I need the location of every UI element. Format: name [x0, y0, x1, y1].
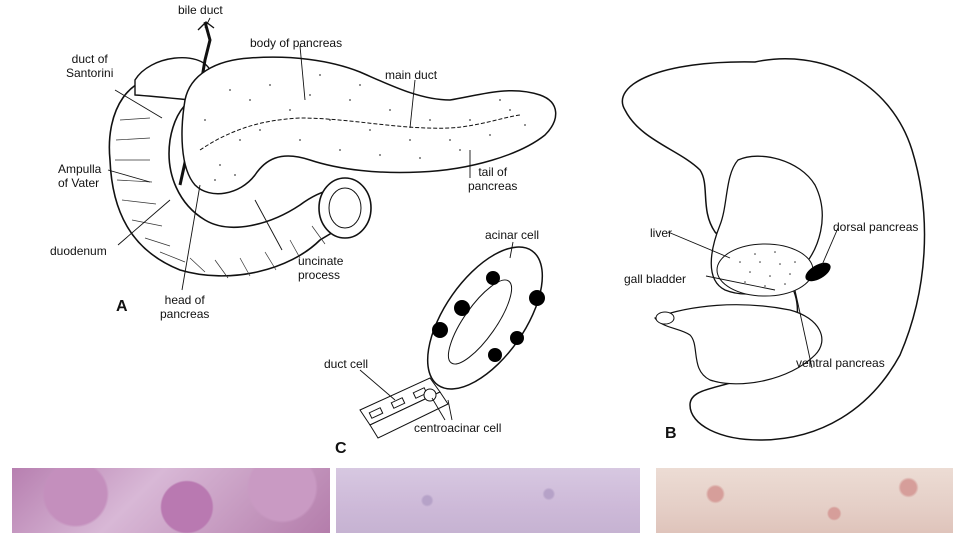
label-head-of-pancreas: head of pancreas — [160, 293, 209, 321]
label-ventral-pancreas: ventral pancreas — [796, 356, 885, 370]
label-tail-of-pancreas: tail of pancreas — [468, 165, 517, 193]
histology-image-lavender — [336, 468, 640, 533]
label-ampulla: Ampulla of Vater — [58, 162, 101, 190]
label-body-of-pancreas: body of pancreas — [250, 36, 342, 50]
label-acinar-cell: acinar cell — [485, 228, 539, 242]
panel-label-c: C — [335, 440, 347, 458]
label-liver: liver — [650, 226, 672, 240]
label-duct-cell: duct cell — [324, 357, 368, 371]
label-centroacinar-cell: centroacinar cell — [414, 421, 501, 435]
label-bile-duct: bile duct — [178, 3, 223, 17]
label-duct-of-santorini: duct of Santorini — [66, 52, 113, 80]
label-gall-bladder: gall bladder — [624, 272, 686, 286]
label-duodenum: duodenum — [50, 244, 107, 258]
histology-image-peach — [656, 468, 953, 533]
panel-label-b: B — [665, 425, 677, 443]
label-main-duct: main duct — [385, 68, 437, 82]
histology-image-he — [12, 468, 330, 533]
label-uncinate-process: uncinate process — [298, 254, 343, 282]
panel-label-a: A — [116, 298, 128, 316]
label-dorsal-pancreas: dorsal pancreas — [833, 220, 918, 234]
